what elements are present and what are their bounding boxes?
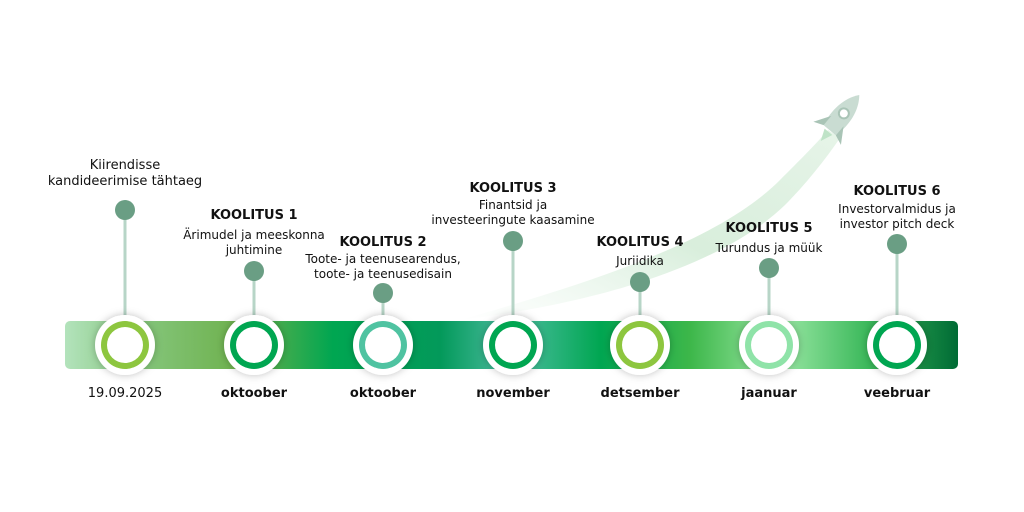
milestone-title: KOOLITUS 2 — [339, 235, 427, 250]
milestone-description: Turundus ja müük — [715, 241, 823, 255]
milestone-date: november — [476, 386, 550, 401]
milestone-dot — [887, 234, 907, 254]
milestone-date: oktoober — [349, 386, 417, 401]
milestone-dot — [630, 272, 650, 292]
milestone-ring — [610, 315, 670, 375]
milestone-title: KOOLITUS 6 — [853, 184, 941, 199]
milestone-ring — [353, 315, 413, 375]
milestone-ring — [95, 315, 155, 375]
milestone-title: KOOLITUS 4 — [596, 235, 684, 250]
milestone-ring — [483, 315, 543, 375]
milestone-ring — [224, 315, 284, 375]
milestone-date: oktoober — [220, 386, 288, 401]
milestone-title: KOOLITUS 1 — [210, 208, 298, 223]
milestone-dot — [115, 200, 135, 220]
milestone-date: 19.09.2025 — [87, 386, 163, 401]
rocket-icon — [813, 95, 860, 145]
milestone-ring — [739, 315, 799, 375]
milestone-description: Juriidika — [616, 254, 664, 268]
milestone-dot — [503, 231, 523, 251]
milestone-dot — [759, 258, 779, 278]
milestone-dot — [373, 283, 393, 303]
milestone-dot — [244, 261, 264, 281]
milestone-ring — [867, 315, 927, 375]
milestone-date: detsember — [600, 386, 680, 401]
milestone-description: Toote- ja teenusearendus,toote- ja teenu… — [305, 252, 461, 281]
milestone-title: KOOLITUS 5 — [725, 221, 813, 236]
milestone-date: veebruar — [863, 386, 931, 401]
milestone-title: KOOLITUS 3 — [469, 181, 557, 196]
milestone-date: jaanuar — [741, 386, 797, 401]
